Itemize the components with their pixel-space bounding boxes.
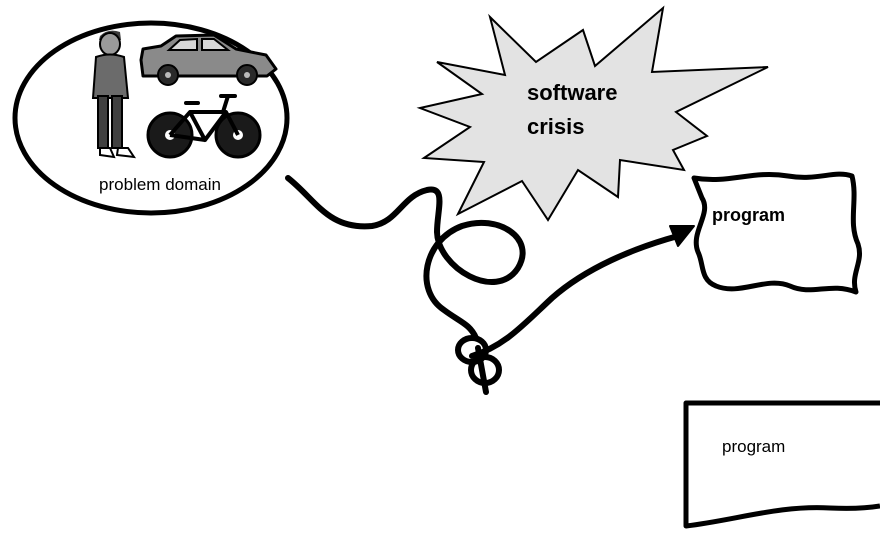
program-blob: program bbox=[691, 171, 862, 295]
crisis-starburst-shape bbox=[416, 5, 769, 222]
program-blob-label: program bbox=[712, 205, 785, 225]
scribble-line bbox=[285, 175, 526, 341]
problem-domain-group: problem domain bbox=[12, 20, 290, 216]
arrowhead bbox=[669, 225, 695, 247]
bicycle-icon bbox=[146, 94, 262, 159]
car-icon bbox=[139, 33, 278, 86]
crisis-label-line1: software bbox=[527, 80, 617, 105]
program-document-shape bbox=[683, 400, 880, 529]
software-crisis-burst: software crisis bbox=[416, 5, 769, 222]
tangled-path bbox=[285, 175, 695, 395]
path-to-program bbox=[469, 233, 681, 359]
program-document: program bbox=[683, 400, 880, 529]
crisis-label-line2: crisis bbox=[527, 114, 585, 139]
person-icon bbox=[91, 30, 137, 159]
program-blob-shape bbox=[691, 171, 862, 295]
program-document-label: program bbox=[722, 437, 785, 456]
problem-domain-label: problem domain bbox=[99, 175, 221, 194]
